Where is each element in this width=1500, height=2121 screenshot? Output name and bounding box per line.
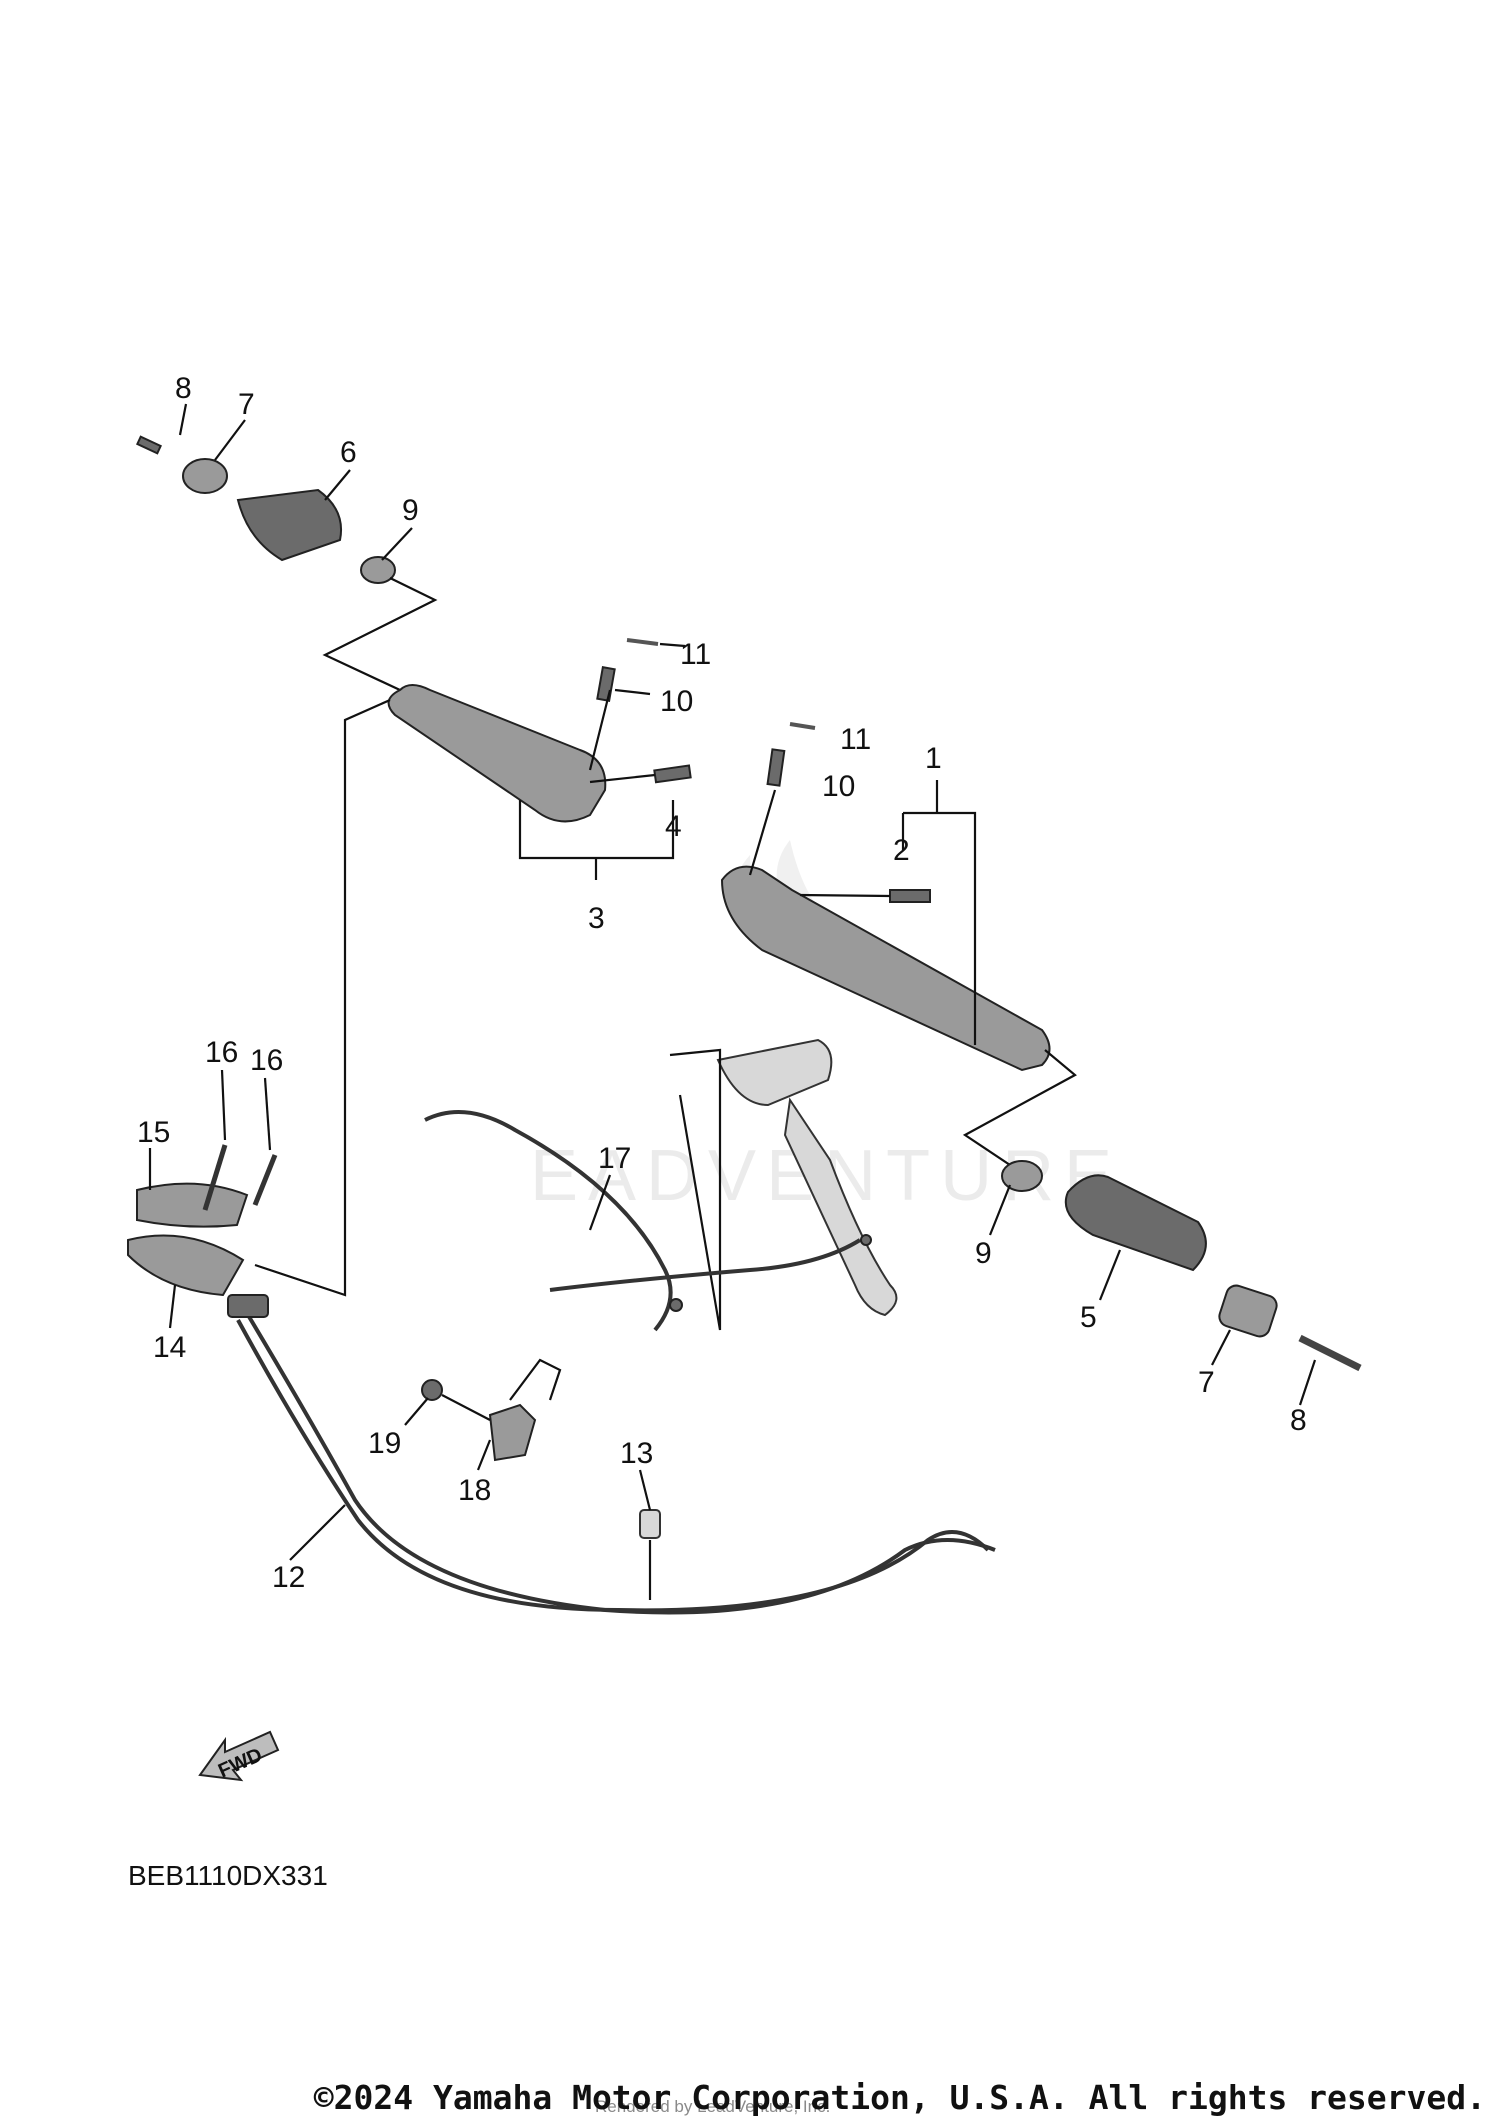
leader-1-bracket	[903, 811, 977, 1045]
part-16-screw-a	[202, 1144, 228, 1211]
callout-19: 19	[368, 1427, 401, 1460]
callout-18: 18	[458, 1474, 491, 1507]
right-grip-assembly	[1001, 1160, 1362, 1372]
bracket-18	[421, 1358, 562, 1462]
throttle-cables	[227, 1294, 996, 1615]
callout-17: 17	[598, 1142, 631, 1175]
clutch-lever	[783, 1097, 898, 1317]
callout-11-right: 11	[840, 723, 871, 756]
cable-17	[424, 1110, 872, 1332]
copyright-notice: ©2024 Yamaha Motor Corporation, U.S.A. A…	[313, 2078, 1486, 2117]
callout-2: 2	[893, 834, 910, 867]
callout-10-right: 10	[822, 770, 855, 803]
right-handlebar-assembly	[720, 722, 1077, 1176]
part-6-throttle-grip	[236, 488, 342, 562]
right-grip-axis-line	[962, 1049, 1077, 1176]
fwd-arrow: FWD	[198, 1730, 280, 1783]
part-2-right-pinch-bolt	[889, 889, 931, 903]
callout-8-right: 8	[1290, 1404, 1307, 1437]
callout-3: 3	[588, 902, 605, 935]
part-13-cable-clip	[639, 1509, 661, 1539]
callout-labels: 8 7 6 9 11 10 4 3 1 11 10 2 16 16 15 17 …	[137, 372, 1307, 1594]
callout-5: 5	[1080, 1301, 1097, 1334]
callout-16-a: 16	[205, 1036, 238, 1069]
callout-1: 1	[925, 742, 942, 775]
part-11-right-clip	[789, 722, 816, 730]
callout-4: 4	[665, 810, 682, 843]
callout-8-left: 8	[175, 372, 192, 405]
part-9-left-collar	[360, 556, 396, 584]
part-9-right-collar	[1001, 1160, 1043, 1192]
left-handlebar-assembly	[387, 638, 692, 880]
left-grip-assembly	[136, 435, 438, 691]
callout-9-right: 9	[975, 1237, 992, 1270]
part-19-screw	[421, 1379, 443, 1401]
part-16-screw-b	[252, 1154, 278, 1206]
callout-6: 6	[340, 436, 357, 469]
part-8-right-bolt	[1298, 1334, 1362, 1372]
part-10-right-bolt	[766, 748, 786, 787]
render-credit: Rendered by LeadVenture, Inc.	[595, 2097, 831, 2116]
part-18-bracket	[488, 1403, 537, 1462]
callout-9-left: 9	[402, 494, 419, 527]
callout-16-b: 16	[250, 1044, 283, 1077]
part-10-left-bolt	[596, 666, 616, 702]
part-5-right-grip	[1064, 1174, 1207, 1272]
callout-7-left: 7	[238, 388, 255, 421]
callout-7-right: 7	[1198, 1366, 1215, 1399]
part-1-right-handlebar	[720, 865, 1051, 1072]
part-14-switch-lower	[127, 1234, 245, 1297]
clutch-perch	[716, 1038, 833, 1107]
part-15-switch-upper	[136, 1182, 249, 1228]
part-7-right-bar-end	[1218, 1284, 1278, 1338]
callout-14: 14	[153, 1331, 186, 1364]
callout-10-left: 10	[660, 685, 693, 718]
part-8-left-bolt	[136, 435, 162, 455]
callout-leaders	[148, 403, 1317, 1561]
callout-11-left: 11	[680, 638, 711, 671]
left-switch-axis-line	[254, 698, 391, 1297]
left-grip-axis-line	[322, 577, 438, 691]
reference-code: BEB1110DX331	[128, 1860, 328, 1891]
part-3-left-handlebar	[387, 684, 607, 823]
callout-13: 13	[620, 1437, 653, 1470]
left-switch-assembly	[127, 698, 391, 1297]
callout-12: 12	[272, 1561, 305, 1594]
part-11-left-clip	[626, 638, 659, 646]
clutch-axis-line	[669, 1048, 722, 1331]
part-7-left-bar-end	[182, 458, 228, 494]
part-4-pinch-bolt	[653, 764, 692, 784]
clutch-lever-assembly	[669, 1038, 898, 1331]
callout-15: 15	[137, 1116, 170, 1149]
